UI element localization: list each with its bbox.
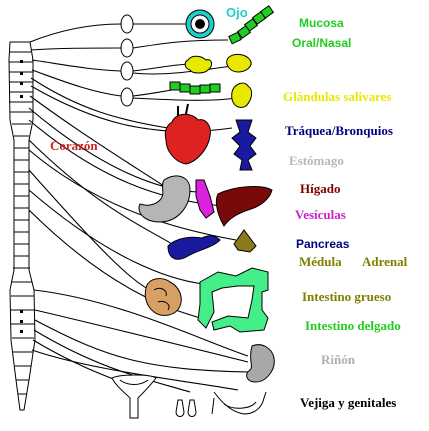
gland-ducts-illustration: [169, 81, 221, 95]
label-intestino-grueso: Intestino grueso: [302, 289, 391, 304]
label-vesiculas: Vesículas: [295, 207, 346, 222]
kidney-illustration: [246, 344, 275, 383]
label-traquea-bronquios: Tráquea/Bronquios: [285, 123, 393, 138]
label-intestino-delgado: Intestino delgado: [305, 318, 401, 333]
salivary-glands-illustration: [184, 53, 253, 108]
label-rinon: Riñón: [321, 352, 356, 367]
liver-illustration: [215, 186, 273, 227]
label-estomago: Estómago: [289, 153, 344, 168]
trachea-bronchi-illustration: [231, 119, 257, 171]
heart-illustration: [164, 103, 211, 165]
pancreas-illustration: [167, 235, 221, 260]
gallbladder-illustration: [195, 179, 215, 219]
large-intestine-illustration: [197, 267, 269, 333]
adrenal-illustration: [233, 229, 257, 253]
label-ojo: Ojo: [226, 5, 248, 20]
label-adrenal: Adrenal: [362, 254, 408, 269]
label-medula: Médula: [299, 254, 342, 269]
label-vejiga-genitales: Vejiga y genitales: [300, 395, 396, 410]
label-oral-nasal: Oral/Nasal: [292, 36, 351, 50]
spinal-column: [8, 41, 36, 411]
mucosa-illustration: [228, 5, 275, 45]
bladder-genitals-illustration: [111, 374, 267, 419]
small-intestine-illustration: [144, 278, 182, 316]
label-corazon: Corazón: [50, 138, 98, 153]
eye-illustration: [185, 9, 215, 39]
cranial-ganglia: [120, 14, 134, 107]
label-pancreas: Pancreas: [296, 237, 350, 251]
label-higado: Hígado: [300, 181, 340, 196]
label-glandulas-salivares: Glándulas salivares: [283, 89, 391, 104]
label-mucosa: Mucosa: [299, 16, 344, 30]
stomach-illustration: [138, 175, 191, 223]
